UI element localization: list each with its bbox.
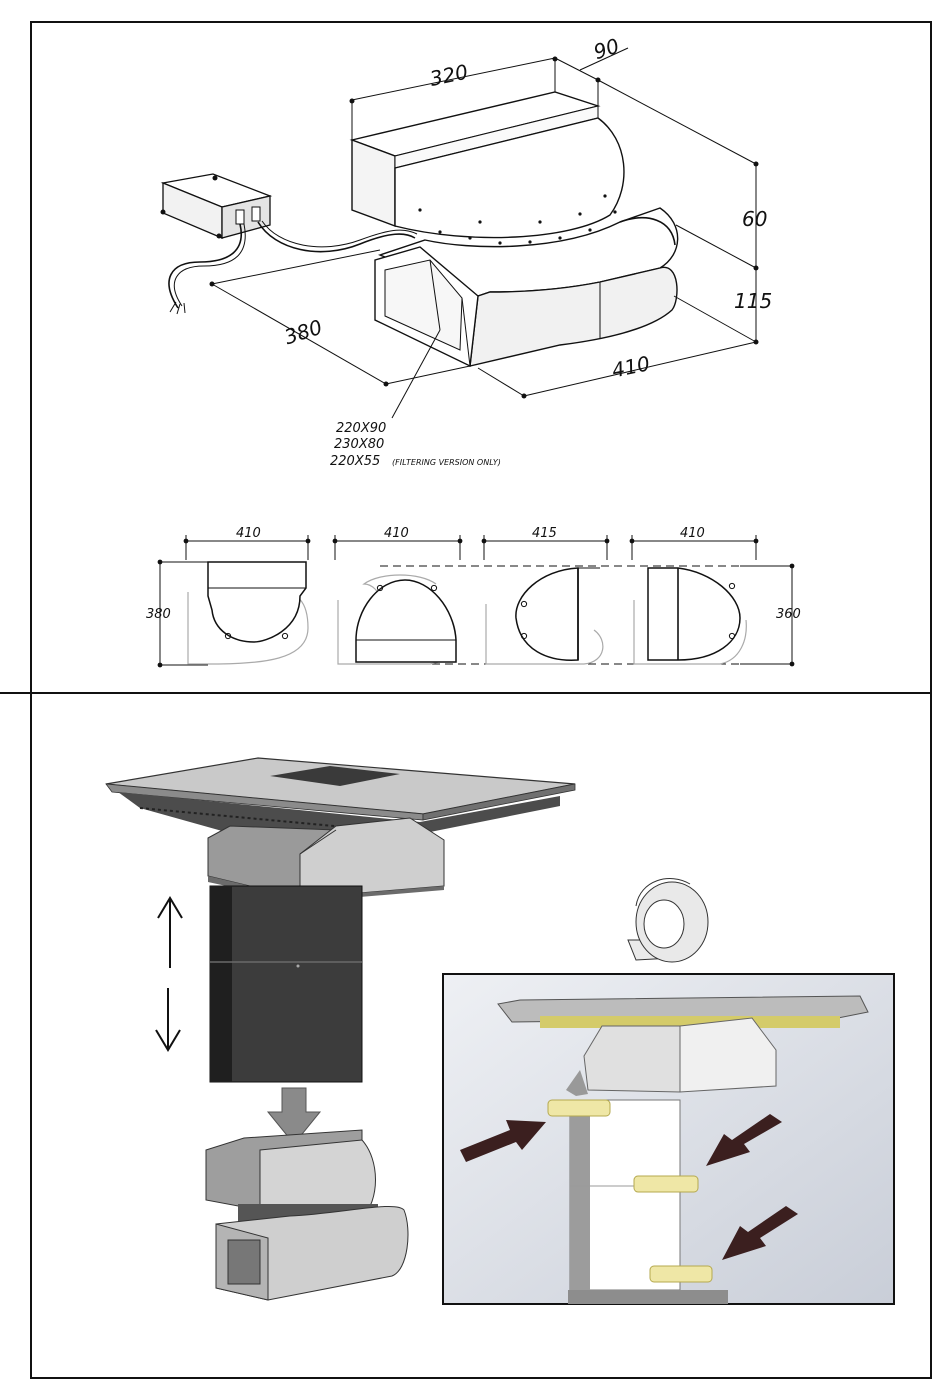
- tape-strip-top: [548, 1100, 610, 1116]
- adjust-height-arrows: [156, 898, 182, 1050]
- motor-unit: [206, 1130, 408, 1300]
- orientation-width-4: 410: [680, 526, 705, 541]
- motor-unit-isometric: 320 90 60 115 380 410 220X90 230X80 220X…: [161, 33, 773, 469]
- orientation-view-4: [634, 568, 746, 664]
- dim-length-front: 410: [610, 351, 652, 382]
- tape-strip-middle: [634, 1176, 698, 1192]
- motor-cable: [258, 222, 415, 252]
- orientation-height-right: 360: [776, 607, 801, 622]
- orientation-view-1: [188, 562, 308, 664]
- outlet-size-2: 230X80: [334, 437, 384, 452]
- orientation-view-3: [486, 568, 603, 664]
- orientation-width-3: 415: [532, 526, 557, 541]
- dim-height-upper: 60: [742, 207, 767, 231]
- upper-collar: [352, 92, 624, 238]
- cooktop: [106, 758, 575, 836]
- dim-length-side: 380: [281, 315, 325, 350]
- adhesive-tape-icon: [628, 879, 708, 962]
- outlet-size-notes: 220X90 230X80 220X55 (FILTERING VERSION …: [330, 421, 501, 469]
- orientation-width-1: 410: [236, 526, 261, 541]
- taping-detail-inset: [443, 974, 894, 1304]
- orientation-height-left: 380: [146, 607, 171, 622]
- control-box: [161, 174, 271, 239]
- assembly-illustration: [106, 758, 894, 1304]
- tape-strip-bottom: [650, 1266, 712, 1282]
- orientation-view-2: [338, 575, 456, 664]
- orientation-width-2: 410: [384, 526, 409, 541]
- outlet-orientations: 410 410 415 410 380 360: [146, 526, 801, 667]
- dim-height-lower: 115: [734, 289, 772, 313]
- dim-depth-top: 90: [591, 33, 623, 64]
- dim-width-top: 320: [428, 60, 470, 91]
- telescopic-duct: [210, 886, 362, 1082]
- outlet-size-3: 220X55: [330, 454, 380, 469]
- outlet-size-1: 220X90: [336, 421, 386, 436]
- outlet-filtering-note: (FILTERING VERSION ONLY): [392, 458, 501, 467]
